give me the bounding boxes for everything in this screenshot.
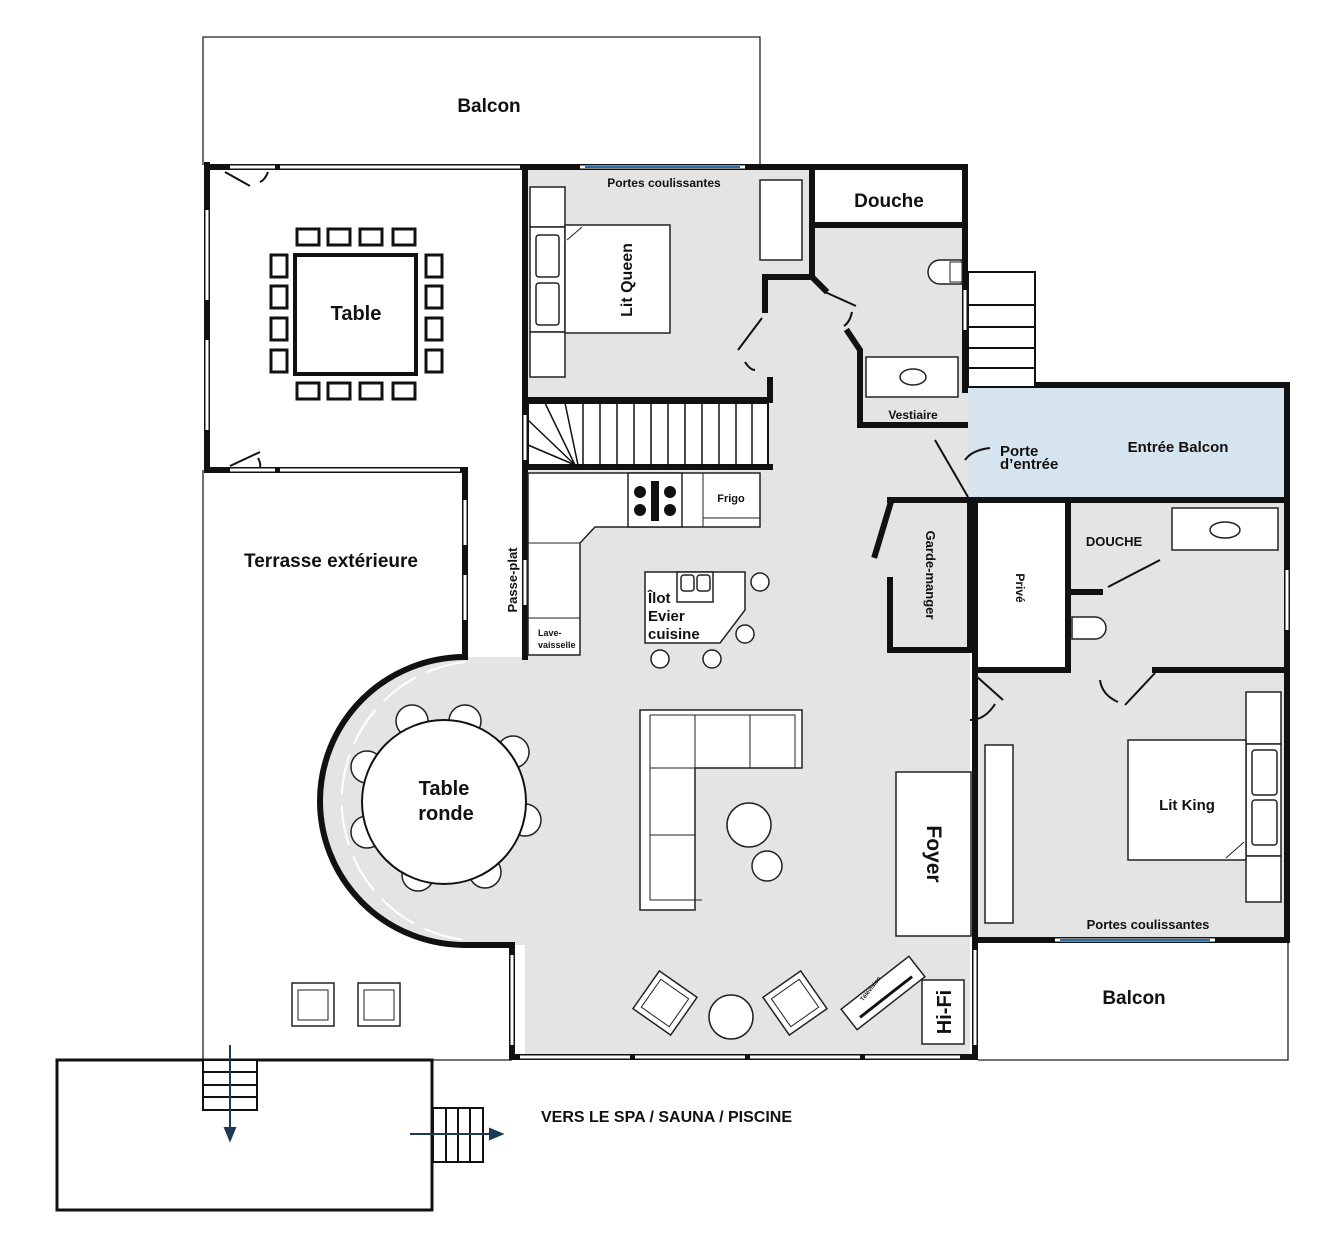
label-douche-lower: DOUCHE (1086, 534, 1143, 549)
bathroom-top-fixtures (865, 259, 963, 398)
label-lit-queen: Lit Queen (619, 243, 636, 317)
label-frigo: Frigo (717, 493, 745, 505)
label-garde-manger: Garde-manger (923, 531, 938, 620)
label-entree-balcon: Entrée Balcon (1128, 439, 1229, 456)
label-hifi: Hi-Fi (934, 990, 956, 1034)
label-prive: Privé (1013, 573, 1027, 603)
label-table-ronde-2: ronde (418, 803, 474, 825)
living-furniture (291, 709, 1014, 1045)
label-lit-king: Lit King (1159, 797, 1215, 814)
label-ilot-1: Îlot (647, 589, 671, 607)
label-porte-entree-1: Porte (1000, 443, 1038, 460)
label-passe-plat: Passe-plat (505, 547, 520, 613)
windows (205, 165, 1289, 1059)
label-terrasse: Terrasse extérieure (244, 551, 418, 572)
label-douche-top: Douche (854, 191, 924, 212)
label-foyer: Foyer (922, 825, 945, 882)
east-wing-furniture (1071, 507, 1282, 903)
queen-bedroom-furniture (529, 179, 803, 378)
label-spa: VERS LE SPA / SAUNA / PISCINE (541, 1109, 792, 1126)
label-portes-coulissantes-top: Portes coulissantes (607, 176, 721, 190)
room-labels: Balcon Table Terrasse extérieure Portes … (244, 96, 1228, 1126)
label-balcon-bottom: Balcon (1102, 988, 1165, 1009)
label-lave-vaisselle-1: Lave- (538, 628, 562, 638)
arrows (223, 1045, 505, 1143)
label-portes-coulissantes-bottom: Portes coulissantes (1087, 917, 1210, 932)
label-ilot-2: Evier (648, 608, 685, 625)
kitchen-furniture (527, 472, 770, 669)
doors (224, 171, 1161, 721)
label-table: Table (331, 303, 382, 325)
label-vestiaire: Vestiaire (888, 408, 938, 422)
label-table-ronde-1: Table (419, 778, 470, 800)
label-ilot-3: cuisine (648, 626, 700, 643)
label-porte-entree-2: d’entrée (1000, 456, 1058, 473)
label-balcon-top: Balcon (457, 96, 520, 117)
round-table (350, 704, 542, 892)
dining-table (269, 227, 444, 401)
label-lave-vaisselle-2: vaisselle (538, 640, 576, 650)
